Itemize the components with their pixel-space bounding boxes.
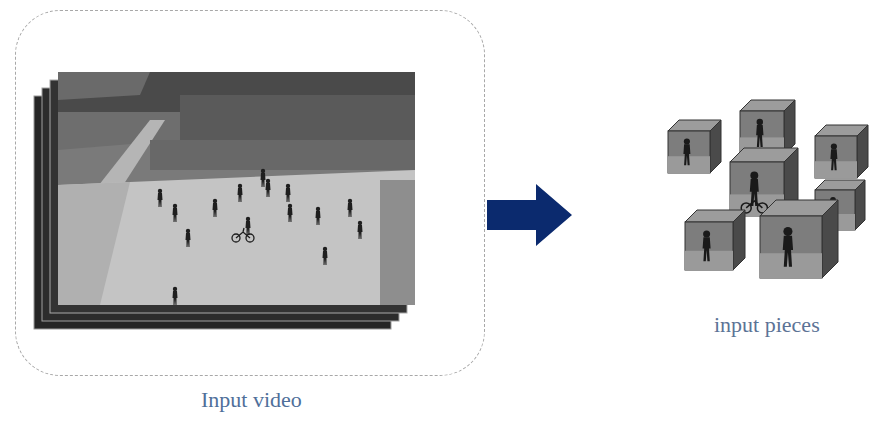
person-body bbox=[683, 144, 690, 165]
cube-side bbox=[710, 120, 721, 173]
cube-side bbox=[733, 210, 745, 270]
cube-side bbox=[784, 100, 795, 155]
video-cubes bbox=[668, 100, 868, 278]
bicycle bbox=[232, 228, 254, 242]
person-head bbox=[750, 172, 758, 180]
cube-person bbox=[830, 143, 837, 170]
node-label: Input video bbox=[201, 387, 302, 413]
cube bbox=[760, 200, 838, 278]
input-pieces-group: input pieces bbox=[572, 90, 882, 340]
node-label: input pieces bbox=[714, 312, 820, 338]
person-head bbox=[783, 227, 792, 236]
cube-front bbox=[668, 131, 710, 173]
cube-person bbox=[703, 230, 711, 261]
person-head bbox=[757, 119, 763, 125]
input-video-box: Input video bbox=[15, 10, 485, 376]
cube bbox=[685, 210, 745, 270]
person-head bbox=[703, 230, 710, 237]
cube-side bbox=[822, 200, 838, 278]
person-body bbox=[750, 179, 759, 206]
frame bbox=[746, 201, 762, 208]
video-frame bbox=[58, 72, 415, 305]
cube bbox=[815, 125, 868, 178]
cube bbox=[740, 100, 795, 155]
person-body bbox=[703, 237, 711, 261]
cube-person bbox=[783, 227, 793, 267]
person-head bbox=[684, 138, 690, 144]
person-head bbox=[831, 143, 837, 149]
person-body bbox=[756, 125, 763, 147]
cube-front bbox=[685, 222, 733, 270]
cube-person bbox=[683, 138, 690, 165]
cube-front bbox=[815, 136, 857, 178]
flow-arrow bbox=[487, 184, 572, 246]
cube-side bbox=[857, 125, 868, 178]
person-body bbox=[783, 236, 793, 267]
cube-side bbox=[855, 180, 865, 230]
cube-front bbox=[760, 216, 822, 278]
pedestrians bbox=[158, 169, 363, 305]
cube bbox=[668, 120, 721, 173]
person-body bbox=[830, 149, 837, 170]
cube-person bbox=[756, 119, 763, 147]
